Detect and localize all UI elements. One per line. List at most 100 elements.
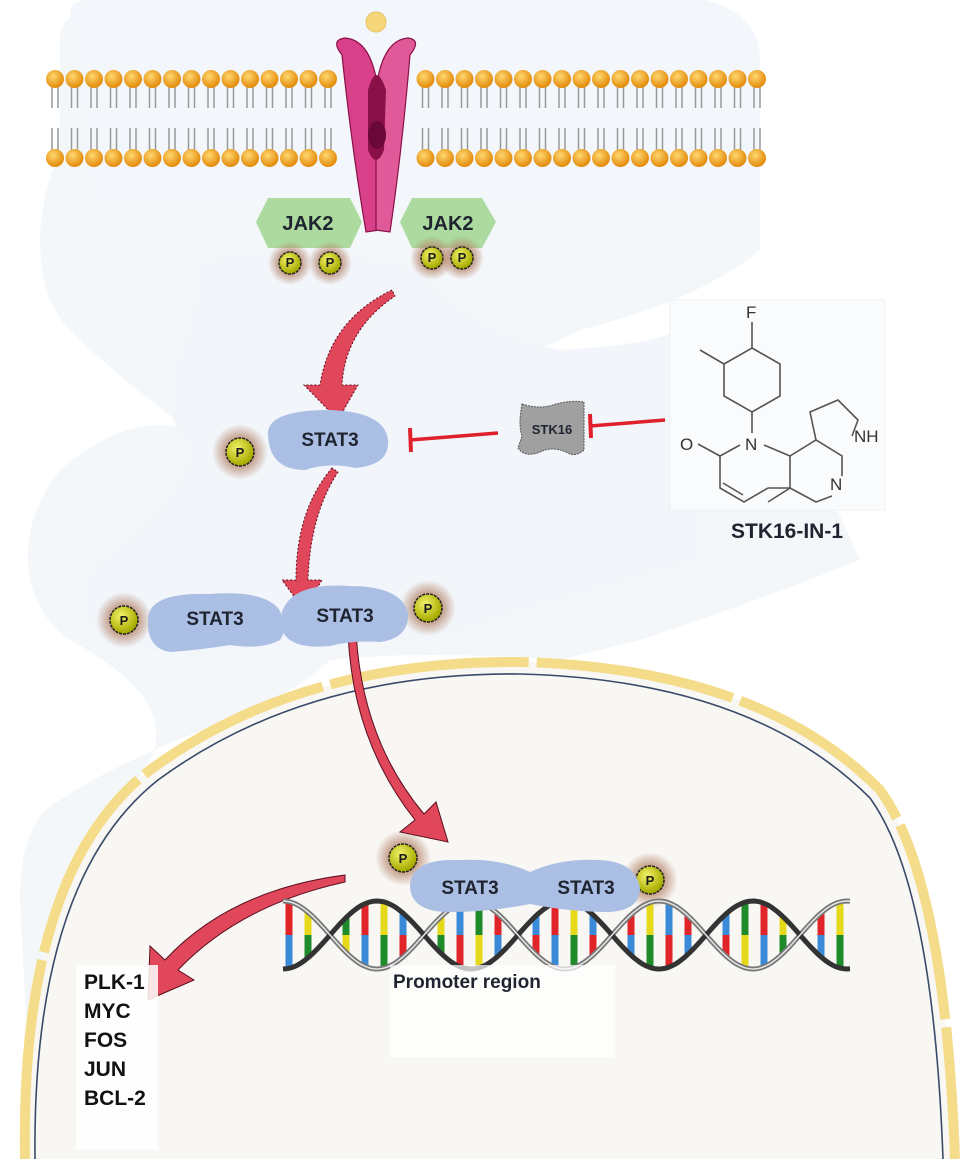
lipid-head-inner xyxy=(592,149,610,167)
lipid-head-outer xyxy=(124,70,142,88)
stat3-dimer-b-phospho: P xyxy=(400,580,456,636)
nuclear-envelope-outer xyxy=(19,656,960,1159)
target-gene: PLK-1 xyxy=(84,971,145,994)
lipid-head-inner xyxy=(533,149,552,167)
stk16-label: STK16 xyxy=(532,422,572,437)
inhibitor-name-label: STK16-IN-1 xyxy=(731,520,843,543)
atom-n-ring: N xyxy=(745,435,757,454)
lipid-head-outer xyxy=(65,70,84,88)
lipid-head-inner xyxy=(299,149,318,167)
lipid-head-inner xyxy=(455,149,474,167)
lipid-head-outer xyxy=(689,70,708,88)
phospho-ball xyxy=(635,865,665,895)
nuclear-envelope-inner xyxy=(34,673,944,1159)
inhibit-stk16-to-stat3 xyxy=(409,431,499,442)
lipid-head-inner xyxy=(163,149,181,167)
lipid-head-inner xyxy=(416,149,435,167)
lipid-head-inner xyxy=(650,149,669,167)
lipid-head-outer xyxy=(241,70,259,88)
atom-n-pyridine: N xyxy=(830,475,842,494)
lipid-head-outer xyxy=(533,70,552,88)
lipid-head-outer xyxy=(748,70,766,88)
lipid-head-outer xyxy=(572,70,591,88)
target-gene: JUN xyxy=(84,1058,126,1081)
lipid-head-inner xyxy=(689,149,708,167)
phospho-ball xyxy=(318,251,342,275)
lipid-head-inner xyxy=(260,149,279,167)
atom-f: F xyxy=(746,303,756,322)
lipid-head-outer xyxy=(46,70,64,88)
lipid xyxy=(572,70,591,167)
lipid xyxy=(533,70,552,167)
lipid-head-inner xyxy=(670,149,688,167)
lipid-head-inner xyxy=(728,149,747,167)
stk16-in-1-structure xyxy=(669,299,886,511)
stat3-monomer-label: STAT3 xyxy=(301,430,358,451)
lipid xyxy=(124,70,142,167)
lipid-head-inner xyxy=(124,149,142,167)
lipid-head-outer xyxy=(709,70,727,88)
phospho-label: P xyxy=(428,250,437,265)
lipid xyxy=(280,70,298,167)
lipid-head-inner xyxy=(280,149,298,167)
lipid xyxy=(455,70,474,167)
lipid xyxy=(436,70,454,167)
phospho-label: P xyxy=(399,851,408,866)
stk16-node: STK16 xyxy=(517,400,585,456)
lipid-head-inner xyxy=(65,149,84,167)
jak2-left: JAK2 xyxy=(256,198,362,248)
lipid xyxy=(416,70,435,167)
lipid xyxy=(475,70,493,167)
lipid-head-outer xyxy=(299,70,318,88)
stat3-nuclear-dimer: STAT3 STAT3 xyxy=(410,859,640,912)
phospho-ball xyxy=(225,437,255,467)
lipid xyxy=(260,70,279,167)
stat3-monomer-phospho: P xyxy=(212,424,268,480)
inhibit-bar-stk16 xyxy=(588,413,593,439)
lipid xyxy=(494,70,513,167)
lipid-head-inner xyxy=(436,149,454,167)
lipid-head-inner xyxy=(202,149,220,167)
lipid-head-outer xyxy=(553,70,571,88)
lipid-head-outer xyxy=(104,70,123,88)
lipid xyxy=(631,70,649,167)
lipid-head-outer xyxy=(455,70,474,88)
lipid-head-inner xyxy=(475,149,493,167)
lipid-head-outer xyxy=(143,70,162,88)
target-gene: MYC xyxy=(84,1000,131,1023)
lipid-head-outer xyxy=(280,70,298,88)
inhibit-drug-to-stk16 xyxy=(589,418,666,428)
phospho-ball xyxy=(109,605,139,635)
phospho-label: P xyxy=(326,255,335,270)
lipid-head-outer xyxy=(182,70,201,88)
promoter-region-label: Promoter region xyxy=(393,972,541,993)
target-genes-box xyxy=(76,965,158,1150)
lipid-head-outer xyxy=(514,70,532,88)
jak2-left-label: JAK2 xyxy=(282,213,333,235)
stat3-dimer-a-phospho: P xyxy=(96,592,152,648)
inhibition-edges xyxy=(408,413,666,453)
lipid-head-outer xyxy=(592,70,610,88)
lipid-head-inner xyxy=(611,149,630,167)
lipid xyxy=(46,70,64,167)
plasma-membrane xyxy=(46,70,766,167)
lipid-head-inner xyxy=(572,149,591,167)
lipid xyxy=(553,70,571,167)
lipid-head-inner xyxy=(104,149,123,167)
lipid-head-inner xyxy=(143,149,162,167)
arrow-dimer-to-nucleus xyxy=(347,631,449,843)
stat3-nuclear-a-label: STAT3 xyxy=(441,878,498,899)
lipid xyxy=(728,70,747,167)
target-gene: FOS xyxy=(84,1029,127,1052)
lipid-head-inner xyxy=(85,149,103,167)
inhibit-bar-stat3 xyxy=(408,427,413,453)
promoter-label-box xyxy=(390,965,615,1057)
lipid-head-inner xyxy=(631,149,649,167)
lipid xyxy=(592,70,610,167)
lipid xyxy=(85,70,103,167)
lipid-head-inner xyxy=(241,149,259,167)
phospho-label: P xyxy=(458,250,467,265)
lipid xyxy=(182,70,201,167)
stat3-dimer-b-label: STAT3 xyxy=(316,606,373,627)
lipid-head-outer xyxy=(650,70,669,88)
